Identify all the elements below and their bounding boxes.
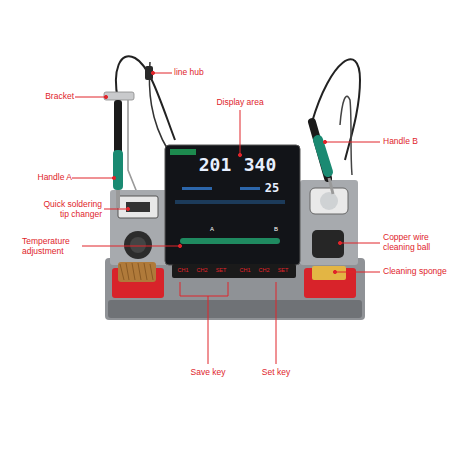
callout-label: Temperature adjustment <box>22 237 80 257</box>
key-label: CH1 <box>236 267 254 273</box>
callout-label: Handle B <box>383 137 443 147</box>
key-label: SET <box>274 267 292 273</box>
display-digits: 340 <box>240 155 280 176</box>
callout-label: Set key <box>251 368 301 378</box>
display-digits: 25 <box>262 182 282 196</box>
channel-letter: B <box>270 226 282 233</box>
callout-label: line hub <box>174 68 224 78</box>
callout-label: Bracket <box>36 92 74 102</box>
key-label: CH2 <box>193 267 211 273</box>
callout-label: Quick soldering tip changer <box>34 200 102 220</box>
display-digits: 201 <box>195 155 235 176</box>
callout-label: Copper wire cleaning ball <box>383 233 458 253</box>
callout-label: Display area <box>205 98 275 108</box>
channel-letter: A <box>206 226 218 233</box>
key-label: SET <box>212 267 230 273</box>
callout-label: Save key <box>183 368 233 378</box>
key-label: CH2 <box>255 267 273 273</box>
callout-label: Handle A <box>30 173 72 183</box>
callout-label: Cleaning sponge <box>383 267 463 277</box>
key-label: CH1 <box>174 267 192 273</box>
